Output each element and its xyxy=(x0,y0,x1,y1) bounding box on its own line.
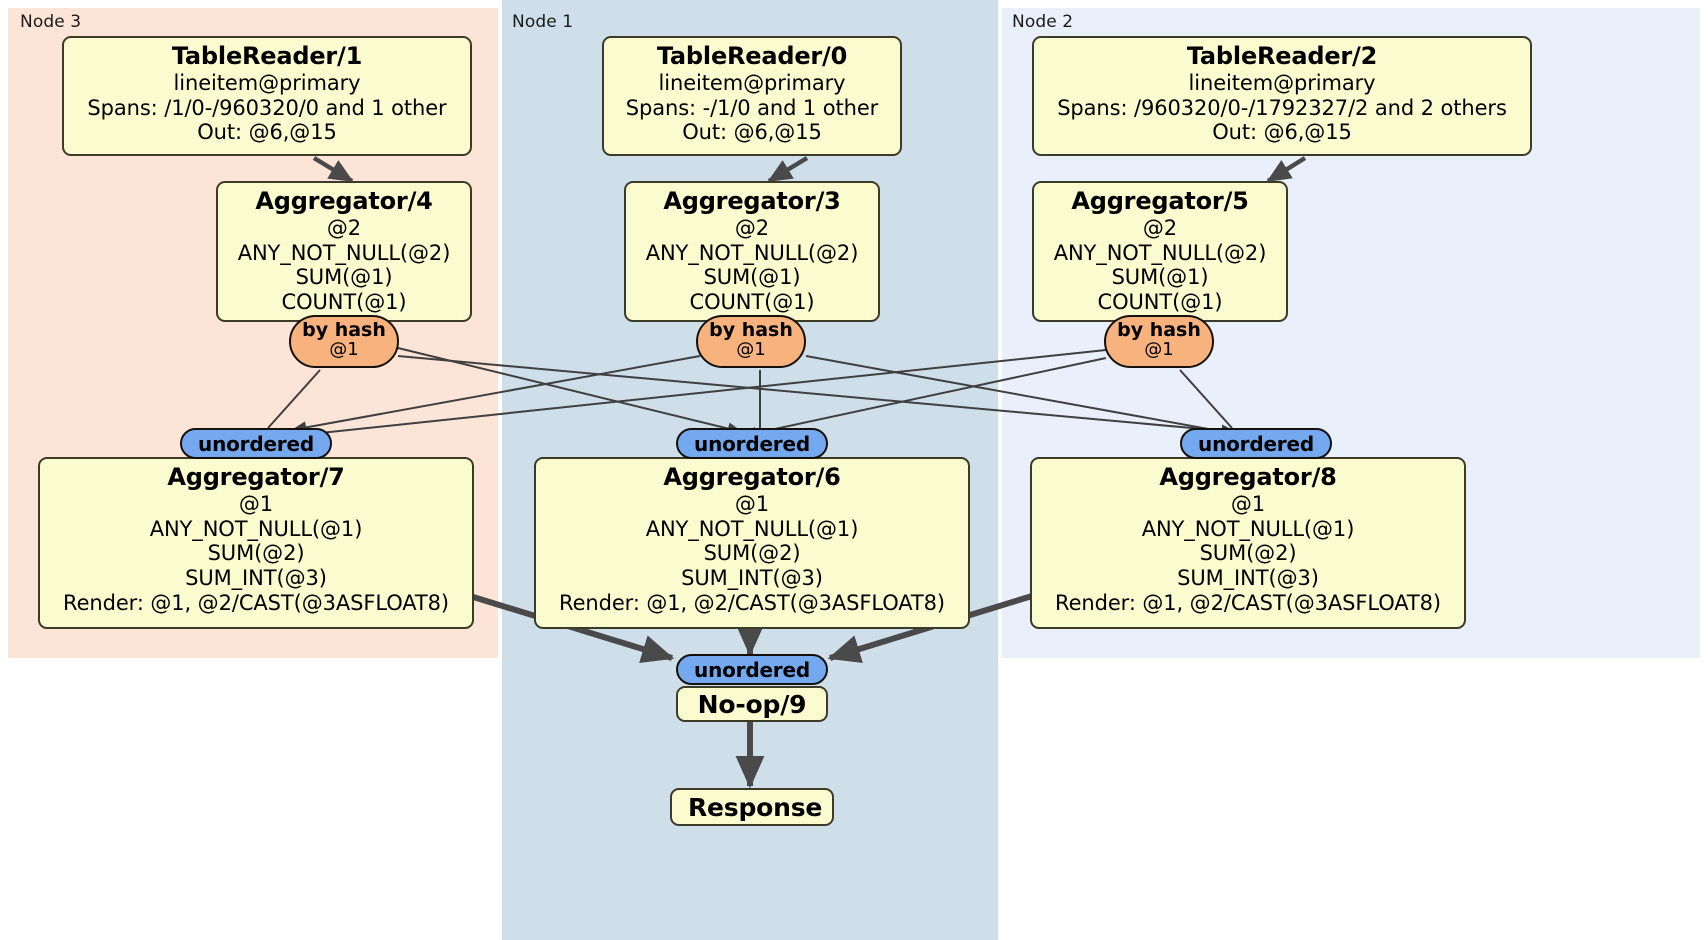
processor-title: TableReader/2 xyxy=(1186,42,1378,70)
processor-detail-line: COUNT(@1) xyxy=(281,289,407,314)
processor-title: Response xyxy=(688,793,823,822)
processor-title: Aggregator/3 xyxy=(663,187,841,215)
processor-detail-line: Render: @1, @2/CAST(@3ASFLOAT8) xyxy=(1055,590,1441,615)
processor-title: Aggregator/8 xyxy=(1159,463,1337,491)
processor-detail-line: lineitem@primary xyxy=(658,71,846,96)
hash-router-label: by hash xyxy=(709,319,793,341)
hash-router-label: by hash xyxy=(302,319,386,341)
processor-detail-line: COUNT(@1) xyxy=(689,289,815,314)
processor-detail-line: SUM(@2) xyxy=(1199,541,1297,566)
processor-tablereader-1[interactable]: TableReader/1 lineitem@primary Spans: /1… xyxy=(62,36,472,156)
hash-router-left[interactable]: by hash @1 xyxy=(289,315,399,368)
hash-router-right[interactable]: by hash @1 xyxy=(1104,315,1214,368)
hash-router-mid[interactable]: by hash @1 xyxy=(696,315,806,368)
synchronizer-label: unordered xyxy=(694,658,810,682)
processor-aggregator-3[interactable]: Aggregator/3 @2 ANY_NOT_NULL(@2) SUM(@1)… xyxy=(624,181,880,322)
processor-detail-line: @2 xyxy=(734,216,770,241)
processor-aggregator-6[interactable]: Aggregator/6 @1 ANY_NOT_NULL(@1) SUM(@2)… xyxy=(534,457,970,629)
processor-tablereader-2[interactable]: TableReader/2 lineitem@primary Spans: /9… xyxy=(1032,36,1532,156)
processor-tablereader-0[interactable]: TableReader/0 lineitem@primary Spans: -/… xyxy=(602,36,902,156)
region-label-node-2: Node 2 xyxy=(1012,12,1074,32)
processor-detail-line: SUM(@1) xyxy=(703,265,801,290)
processor-title: Aggregator/6 xyxy=(663,463,841,491)
processor-detail-line: SUM(@2) xyxy=(703,541,801,566)
processor-title: TableReader/0 xyxy=(656,42,848,70)
processor-detail-line: SUM(@1) xyxy=(295,265,393,290)
processor-detail-line: lineitem@primary xyxy=(173,71,361,96)
processor-detail-line: Out: @6,@15 xyxy=(682,120,822,145)
processor-detail-line: @1 xyxy=(238,492,274,517)
processor-detail-line: Render: @1, @2/CAST(@3ASFLOAT8) xyxy=(63,590,449,615)
processor-aggregator-8[interactable]: Aggregator/8 @1 ANY_NOT_NULL(@1) SUM(@2)… xyxy=(1030,457,1466,629)
synchronizer-unordered-final[interactable]: unordered xyxy=(676,654,828,685)
processor-detail-line: @2 xyxy=(326,216,362,241)
processor-detail-line: SUM_INT(@3) xyxy=(1177,565,1319,590)
processor-title: No-op/9 xyxy=(697,690,807,719)
processor-response[interactable]: Response xyxy=(670,788,834,826)
processor-detail-line: SUM_INT(@3) xyxy=(185,565,327,590)
processor-detail-line: @1 xyxy=(734,492,770,517)
processor-detail-line: Out: @6,@15 xyxy=(1212,120,1352,145)
processor-detail-line: Out: @6,@15 xyxy=(197,120,337,145)
processor-title: Aggregator/5 xyxy=(1071,187,1249,215)
processor-detail-line: ANY_NOT_NULL(@2) xyxy=(1053,240,1267,265)
processor-noop-9[interactable]: No-op/9 xyxy=(676,686,828,722)
processor-detail-line: ANY_NOT_NULL(@2) xyxy=(645,240,859,265)
region-label-node-3: Node 3 xyxy=(20,12,82,32)
processor-detail-line: ANY_NOT_NULL(@2) xyxy=(237,240,451,265)
processor-detail-line: @2 xyxy=(1142,216,1178,241)
processor-detail-line: Spans: -/1/0 and 1 other xyxy=(625,95,879,120)
synchronizer-label: unordered xyxy=(694,432,810,456)
processor-detail-line: Spans: /1/0-/960320/0 and 1 other xyxy=(87,95,447,120)
synchronizer-unordered-mid[interactable]: unordered xyxy=(676,428,828,459)
hash-router-key: @1 xyxy=(329,339,359,361)
processor-detail-line: SUM(@1) xyxy=(1111,265,1209,290)
processor-title: Aggregator/4 xyxy=(255,187,433,215)
region-label-node-1: Node 1 xyxy=(512,12,574,32)
hash-router-label: by hash xyxy=(1117,319,1201,341)
processor-detail-line: COUNT(@1) xyxy=(1097,289,1223,314)
processor-detail-line: ANY_NOT_NULL(@1) xyxy=(1141,516,1355,541)
processor-detail-line: ANY_NOT_NULL(@1) xyxy=(645,516,859,541)
processor-title: TableReader/1 xyxy=(171,42,363,70)
processor-detail-line: @1 xyxy=(1230,492,1266,517)
processor-detail-line: lineitem@primary xyxy=(1188,71,1376,96)
synchronizer-label: unordered xyxy=(1198,432,1314,456)
processor-detail-line: ANY_NOT_NULL(@1) xyxy=(149,516,363,541)
synchronizer-unordered-left[interactable]: unordered xyxy=(180,428,332,459)
processor-aggregator-5[interactable]: Aggregator/5 @2 ANY_NOT_NULL(@2) SUM(@1)… xyxy=(1032,181,1288,322)
synchronizer-unordered-right[interactable]: unordered xyxy=(1180,428,1332,459)
processor-detail-line: SUM(@2) xyxy=(207,541,305,566)
processor-detail-line: Spans: /960320/0-/1792327/2 and 2 others xyxy=(1057,95,1507,120)
processor-title: Aggregator/7 xyxy=(167,463,345,491)
processor-detail-line: Render: @1, @2/CAST(@3ASFLOAT8) xyxy=(559,590,945,615)
processor-aggregator-7[interactable]: Aggregator/7 @1 ANY_NOT_NULL(@1) SUM(@2)… xyxy=(38,457,474,629)
processor-aggregator-4[interactable]: Aggregator/4 @2 ANY_NOT_NULL(@2) SUM(@1)… xyxy=(216,181,472,322)
synchronizer-label: unordered xyxy=(198,432,314,456)
hash-router-key: @1 xyxy=(736,339,766,361)
processor-detail-line: SUM_INT(@3) xyxy=(681,565,823,590)
hash-router-key: @1 xyxy=(1144,339,1174,361)
